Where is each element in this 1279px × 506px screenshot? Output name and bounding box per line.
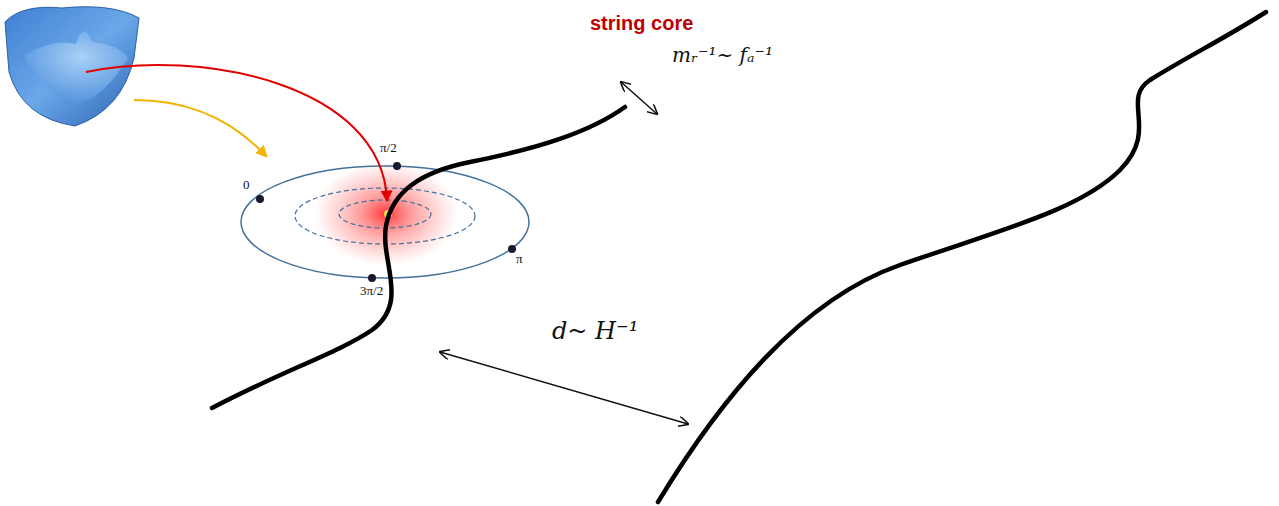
phase-label: π <box>516 252 523 267</box>
separation-arrow <box>440 352 688 424</box>
core-map-arrow <box>86 65 387 200</box>
string-core-label: string core <box>590 12 693 35</box>
phase-label: 3π/2 <box>360 284 383 299</box>
phase-dot <box>368 274 376 282</box>
cosmic-string <box>658 12 1266 502</box>
phase-dot <box>256 195 264 203</box>
core-width-arrow <box>621 82 657 114</box>
cosmic-string <box>212 107 625 408</box>
core-width-label: mᵣ⁻¹~ fₐ⁻¹ <box>672 44 773 67</box>
phase-dot <box>393 162 401 170</box>
phase-label: π/2 <box>380 141 397 156</box>
vacuum-map-arrow <box>134 100 266 156</box>
separation-label: d~ H⁻¹ <box>552 318 638 346</box>
phase-label: 0 <box>243 178 250 193</box>
phase-dot <box>508 245 516 253</box>
